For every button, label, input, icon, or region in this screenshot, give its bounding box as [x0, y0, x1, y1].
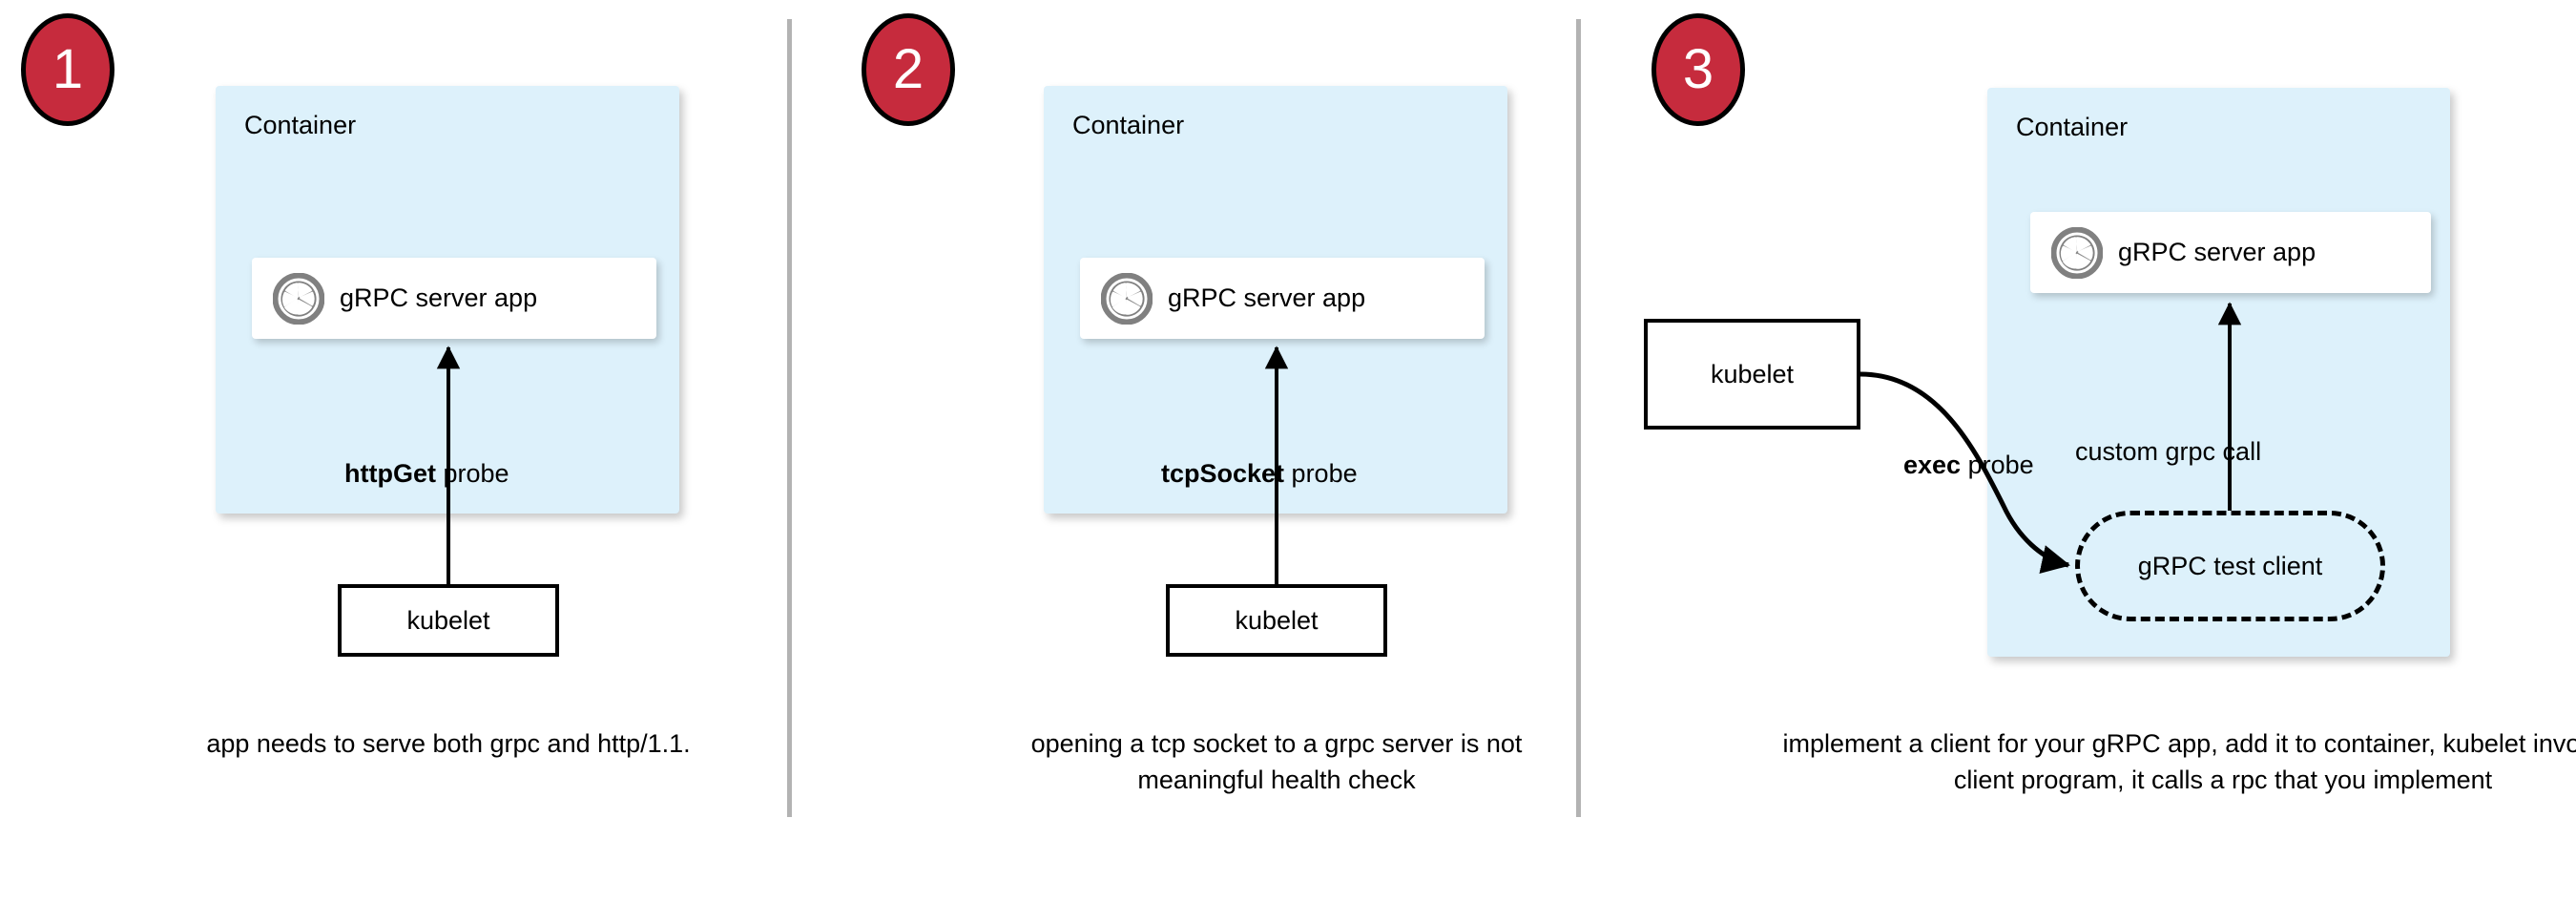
- panel-divider-1: [787, 19, 792, 817]
- step-number-2: 2: [892, 38, 924, 100]
- kubelet-box-2: kubelet: [1166, 584, 1387, 657]
- app-card-label-1: gRPC server app: [340, 283, 538, 312]
- step-badge-2: 2: [862, 13, 955, 126]
- step-badge-1: 1: [21, 13, 114, 126]
- container-label-2: Container: [1072, 111, 1185, 139]
- grpc-aperture-icon: [1101, 272, 1153, 325]
- custom-grpc-call-label: custom grpc call: [2075, 437, 2262, 466]
- probe-label-1-bold: httpGet: [344, 459, 436, 488]
- probe-label-2: tcpSocket probe: [1161, 461, 1358, 487]
- grpc-aperture-icon: [2051, 226, 2103, 279]
- app-card-label-2: gRPC server app: [1168, 283, 1366, 312]
- app-card-label-3: gRPC server app: [2118, 238, 2316, 266]
- container-label-3: Container: [2016, 113, 2129, 141]
- kubelet-box-1: kubelet: [338, 584, 559, 657]
- kubelet-box-3: kubelet: [1644, 319, 1860, 430]
- grpc-server-app-card-3: gRPC server app: [2030, 212, 2431, 293]
- panel-caption-2: opening a tcp socket to a grpc server is…: [1030, 729, 1523, 795]
- probe-label-3-bold: exec: [1903, 451, 1962, 479]
- panel-divider-2: [1576, 19, 1581, 817]
- kubelet-label-3: kubelet: [1710, 359, 1795, 388]
- panel-caption-3: implement a client for your gRPC app, ad…: [1782, 729, 2576, 795]
- step-badge-3: 3: [1652, 13, 1745, 126]
- step-number-3: 3: [1682, 38, 1714, 100]
- probe-label-3-rest: probe: [1961, 451, 2034, 479]
- kubelet-label-1: kubelet: [406, 605, 490, 635]
- probe-label-2-rest: probe: [1284, 459, 1358, 488]
- probe-label-1-rest: probe: [435, 459, 509, 488]
- grpc-aperture-icon: [273, 272, 324, 325]
- probe-label-1: httpGet probe: [344, 461, 509, 487]
- grpc-server-app-card-1: gRPC server app: [252, 258, 656, 339]
- grpc-server-app-card-2: gRPC server app: [1080, 258, 1485, 339]
- grpc-test-client-label: gRPC test client: [2137, 551, 2323, 580]
- probe-label-2-bold: tcpSocket: [1161, 459, 1285, 488]
- step-number-1: 1: [52, 38, 84, 100]
- grpc-test-client-box: gRPC test client: [2075, 511, 2385, 621]
- panel-caption-1: app needs to serve both grpc and http/1.…: [206, 729, 691, 758]
- probe-label-3: exec probe: [1903, 452, 2034, 478]
- container-label-1: Container: [244, 111, 357, 139]
- kubelet-label-2: kubelet: [1235, 605, 1319, 635]
